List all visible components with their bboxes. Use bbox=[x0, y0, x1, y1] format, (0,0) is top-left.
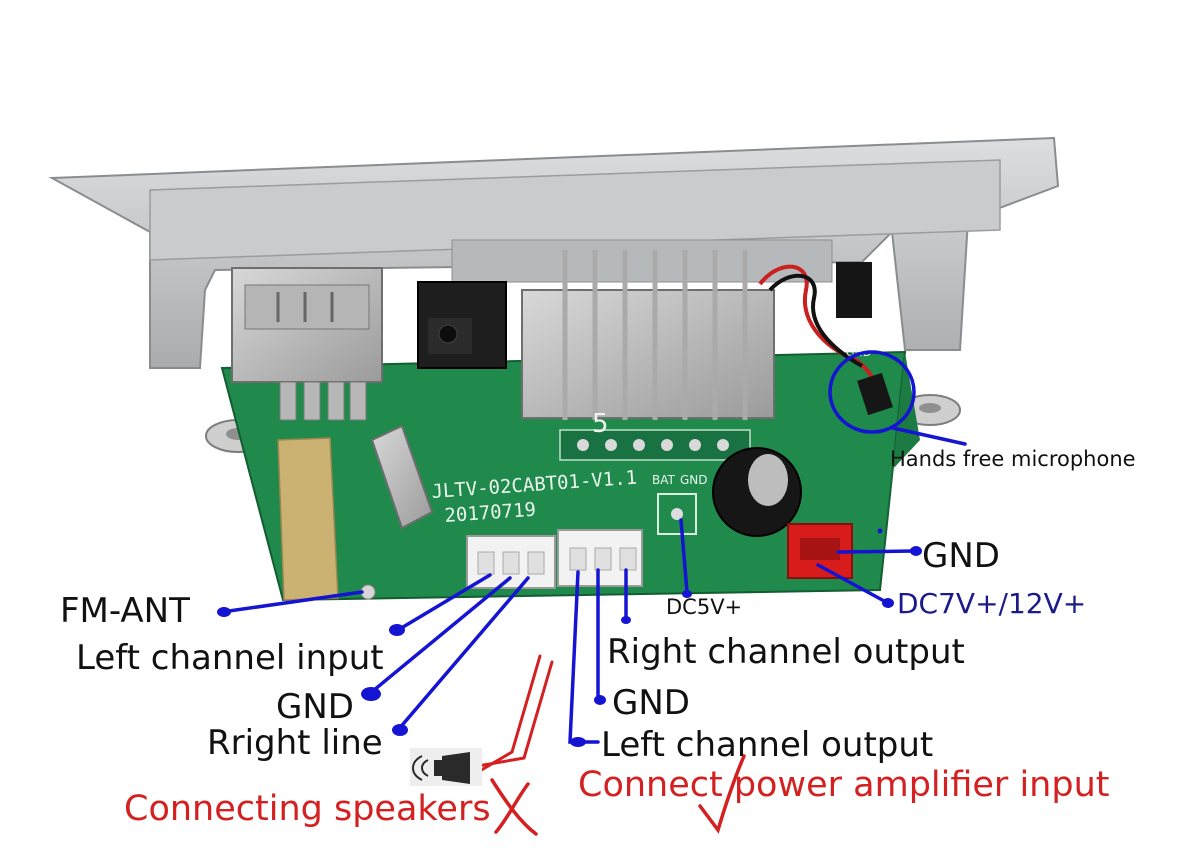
red-annotation-lines bbox=[476, 654, 554, 774]
right-channel-output-label: Right channel output bbox=[607, 632, 965, 672]
connect-amplifier-label: Connect power amplifier input bbox=[578, 765, 1110, 805]
left-channel-input-label: Left channel input bbox=[76, 638, 384, 678]
right-line-label: Rright line bbox=[207, 723, 383, 763]
board-gnd-marking: GND bbox=[680, 473, 708, 487]
front-bezel bbox=[48, 136, 1060, 369]
microphone-highlight-circle bbox=[828, 350, 916, 434]
crystal-oscillator bbox=[370, 424, 434, 530]
left-channel-output-label: Left channel output bbox=[601, 725, 934, 765]
gnd-power-label: GND bbox=[922, 536, 1000, 576]
microphone-module bbox=[857, 372, 893, 416]
dc5v-pad bbox=[657, 493, 697, 535]
dc-power-label: DC7V+/12V+ bbox=[897, 587, 1087, 620]
board-bat-marking: BAT bbox=[652, 473, 676, 487]
gnd-output-label: GND bbox=[612, 683, 690, 723]
fm-ant-label: FM-ANT bbox=[60, 591, 190, 631]
speaker-icon bbox=[410, 748, 482, 786]
annotation-lines bbox=[220, 350, 967, 744]
dc5v-pin bbox=[671, 508, 683, 520]
header-pins: GND bbox=[758, 262, 878, 403]
annotation-dots bbox=[217, 528, 922, 747]
check-mark-icon bbox=[698, 754, 746, 834]
cross-mark-icon bbox=[490, 778, 538, 836]
audio-jack bbox=[417, 281, 507, 369]
sd-card-slot: 5 bbox=[521, 250, 775, 461]
dc5v-label: DC5V+ bbox=[666, 595, 743, 619]
board-digit-marking: 5 bbox=[592, 409, 609, 439]
connecting-speakers-label: Connecting speakers bbox=[124, 789, 491, 829]
gnd-input-label: GND bbox=[276, 687, 354, 727]
usb-port bbox=[231, 267, 383, 421]
capacitor bbox=[712, 447, 802, 537]
white-connectors bbox=[466, 529, 643, 589]
hands-free-microphone-label: Hands free microphone bbox=[890, 447, 1136, 471]
